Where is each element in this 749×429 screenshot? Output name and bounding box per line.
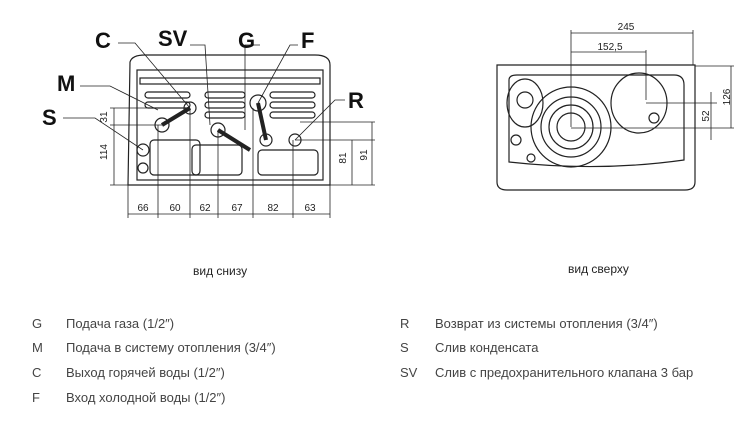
callout-r: R bbox=[348, 88, 364, 113]
callout-f: F bbox=[301, 28, 314, 53]
callout-sv: SV bbox=[158, 26, 188, 51]
bottom-view-drawing: C SV G F M S R 66 60 62 67 82 63 31 114 … bbox=[42, 26, 375, 218]
legend-text: Вход холодной воды (1/2″) bbox=[66, 390, 226, 405]
dim-91: 91 bbox=[359, 149, 370, 161]
legend-code: SV bbox=[400, 365, 418, 380]
legend-code: S bbox=[400, 340, 409, 355]
callout-s: S bbox=[42, 105, 57, 130]
bottom-view-caption: вид снизу bbox=[193, 264, 248, 278]
legend-code: M bbox=[32, 340, 43, 355]
dim-152-5: 152,5 bbox=[597, 42, 622, 53]
legend-code: G bbox=[32, 316, 43, 331]
top-view-caption: вид сверху bbox=[568, 262, 629, 276]
legend-text: Подача газа (1/2″) bbox=[66, 316, 175, 331]
dim-52: 52 bbox=[701, 110, 712, 122]
callout-g: G bbox=[238, 28, 255, 53]
dim-126: 126 bbox=[722, 88, 733, 105]
dim-245: 245 bbox=[618, 22, 635, 33]
callout-m: M bbox=[57, 71, 75, 96]
dim-66: 66 bbox=[137, 203, 149, 214]
legend-text: Слив с предохранительного клапана 3 бар bbox=[435, 365, 694, 380]
legend-code: C bbox=[32, 365, 42, 380]
legend-text: Подача в систему отопления (3/4″) bbox=[66, 340, 276, 355]
dim-81: 81 bbox=[338, 152, 349, 164]
dim-114: 114 bbox=[99, 144, 110, 160]
dim-62: 62 bbox=[199, 203, 211, 214]
legend-code: F bbox=[32, 390, 40, 405]
dim-67: 67 bbox=[231, 203, 243, 214]
legend-code: R bbox=[400, 316, 410, 331]
top-view-drawing: 245 152,5 126 52 bbox=[496, 22, 734, 191]
dim-82: 82 bbox=[267, 203, 279, 214]
legend-text: Возврат из системы отопления (3/4″) bbox=[435, 316, 658, 331]
dim-60: 60 bbox=[169, 203, 181, 214]
legend-text: Выход горячей воды (1/2″) bbox=[66, 365, 225, 380]
legend-text: Слив конденсата bbox=[435, 340, 539, 355]
callout-c: C bbox=[95, 28, 111, 53]
dim-31: 31 bbox=[99, 111, 110, 123]
dim-63: 63 bbox=[304, 203, 316, 214]
